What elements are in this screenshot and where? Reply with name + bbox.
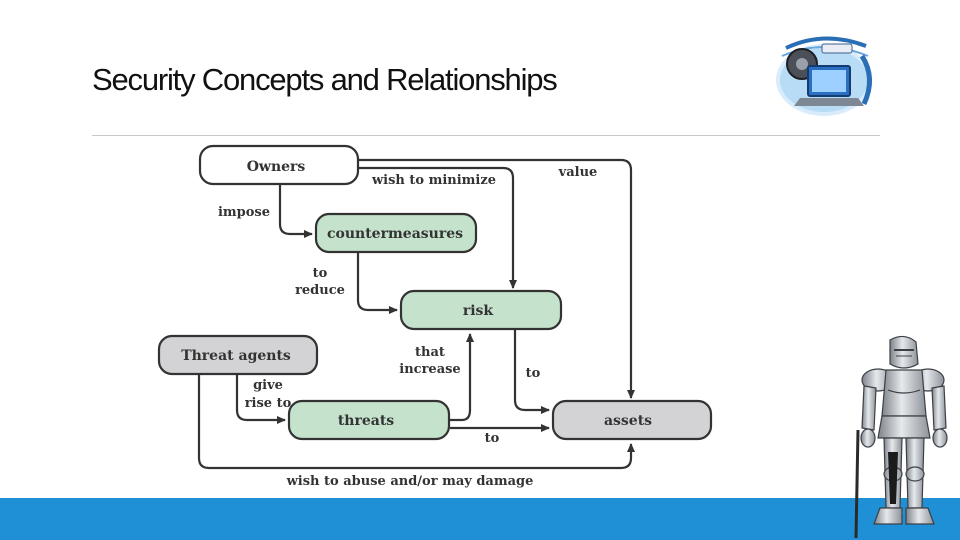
title-divider: [92, 135, 880, 136]
node-threats: threats: [287, 399, 451, 441]
label-wish-to-abuse: wish to abuse and/or may damage: [286, 474, 534, 489]
edge-risk-assets: [513, 330, 550, 414]
edge-agents-threats: [235, 374, 286, 424]
label-wish-to-minimize: wish to minimize: [371, 173, 496, 188]
node-owners-label: Owners: [247, 159, 306, 175]
node-threat-agents: Threat agents: [157, 334, 319, 376]
label-to-reduce-line1: to: [313, 266, 328, 281]
node-owners: Owners: [198, 144, 360, 186]
edge-threats-risk: [450, 333, 474, 422]
knight-armor-icon: [854, 335, 948, 539]
node-threats-label: threats: [338, 413, 394, 429]
edge-owners-risk: [358, 166, 517, 289]
label-to-reduce-line2: reduce: [295, 283, 345, 298]
node-risk: risk: [399, 289, 563, 331]
label-give-rise-to-line2: rise to: [245, 396, 292, 411]
node-threat-agents-label: Threat agents: [181, 348, 291, 364]
edge-countermeasures-risk: [356, 252, 398, 314]
edge-owners-assets: [358, 158, 635, 399]
label-to-threats-assets: to: [485, 431, 500, 446]
node-countermeasures: countermeasures: [314, 212, 478, 254]
label-give-rise-to-line1: give: [253, 378, 283, 393]
node-countermeasures-label: countermeasures: [327, 226, 463, 242]
slide-title: Security Concepts and Relationships: [92, 62, 558, 97]
edge-owners-countermeasures: [278, 184, 313, 238]
edge-agents-assets: [197, 374, 635, 470]
label-that-increase-line2: increase: [399, 362, 460, 377]
security-laptop-logo-icon: [776, 36, 872, 116]
label-to-risk-assets: to: [526, 366, 541, 381]
node-risk-label: risk: [463, 303, 494, 319]
footer-bar: [0, 498, 960, 540]
label-impose: impose: [218, 205, 270, 220]
label-value: value: [558, 165, 598, 180]
label-that-increase-line1: that: [415, 345, 445, 360]
node-assets: assets: [551, 399, 713, 441]
node-assets-label: assets: [604, 413, 652, 429]
